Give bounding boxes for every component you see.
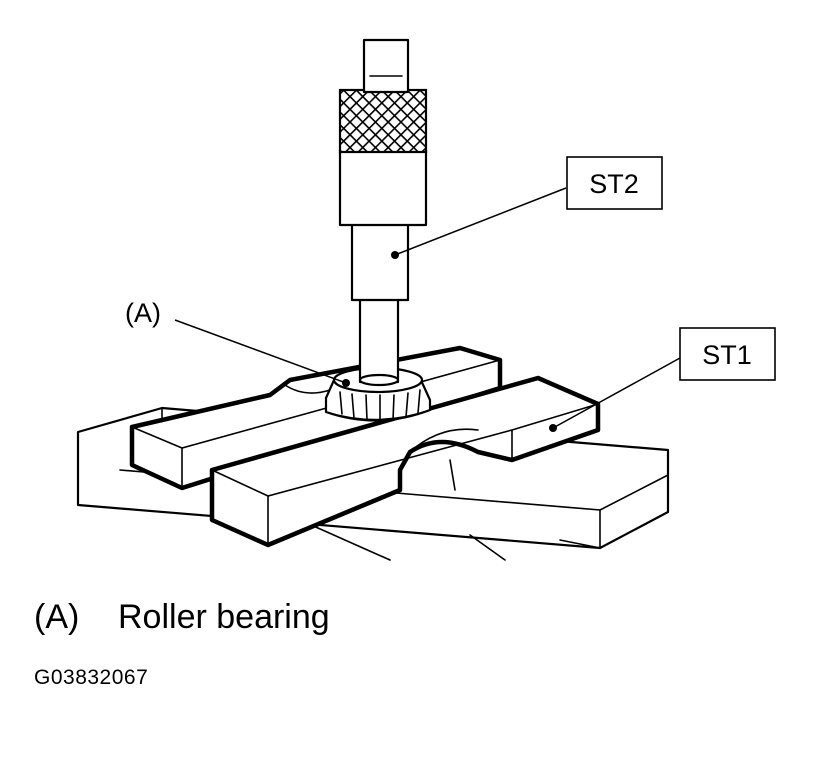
st2-tool <box>338 38 428 387</box>
bearing-measurement-illustration: ST2 ST1 (A) <box>76 38 776 561</box>
label-st2-text: ST2 <box>589 169 639 199</box>
label-a-callout: (A) <box>125 298 161 328</box>
callout-leaders <box>174 187 681 432</box>
label-st2: ST2 <box>566 156 663 210</box>
label-st1: ST1 <box>679 327 776 381</box>
st1-front-bar <box>209 375 601 548</box>
legend-text: Roller bearing <box>118 598 330 636</box>
legend: (A) Roller bearing <box>34 598 330 637</box>
figure-id: G03832067 <box>34 666 149 689</box>
legend-key: (A) <box>34 598 80 636</box>
label-st1-text: ST1 <box>702 340 752 370</box>
